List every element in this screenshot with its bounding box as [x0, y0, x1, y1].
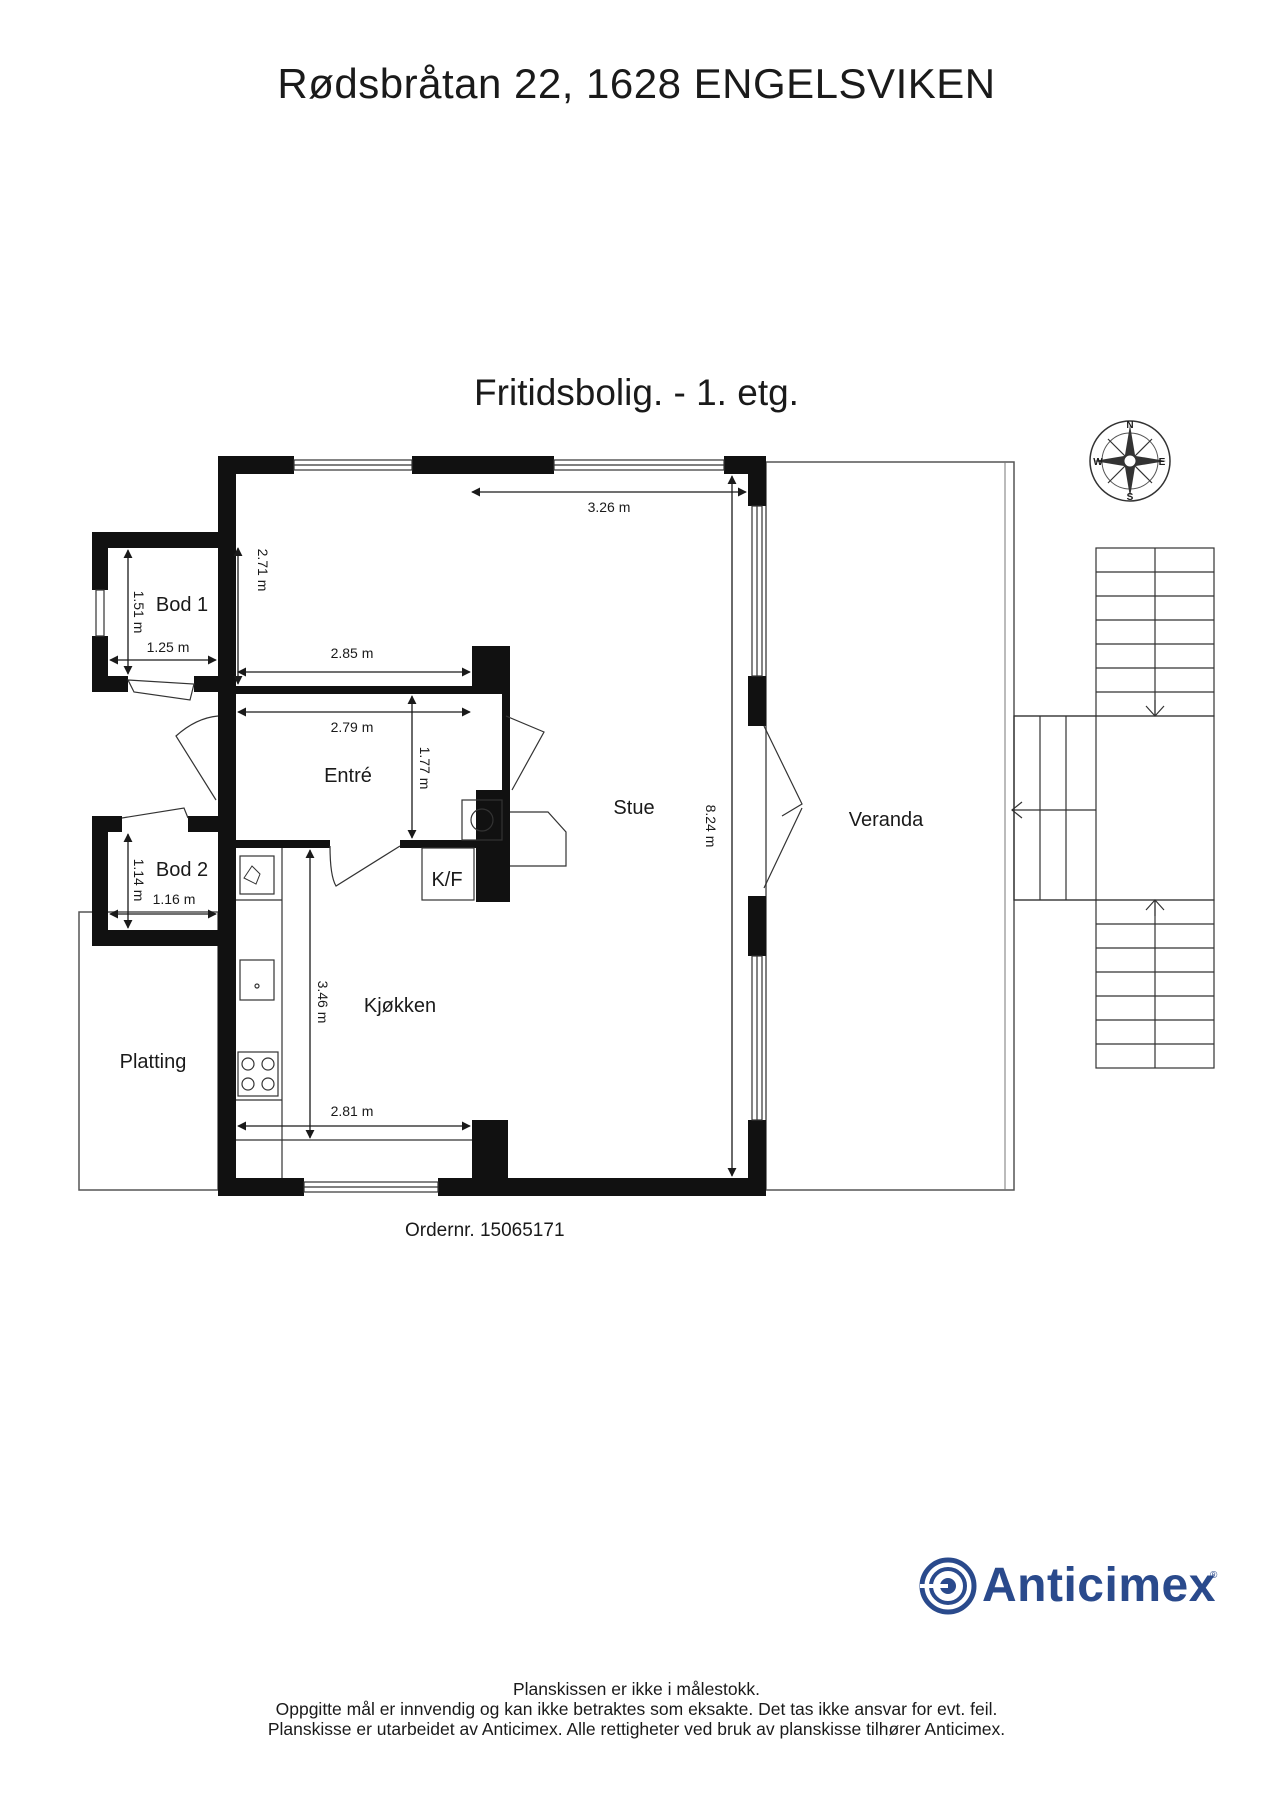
kf-cabinet	[421, 847, 475, 901]
room-bod2: Bod 2	[156, 859, 208, 881]
kitchen-counter	[236, 848, 472, 1178]
door-swings	[175, 715, 803, 889]
dim-entre-width: 2.79 m	[331, 719, 374, 735]
room-entre: Entré	[324, 765, 372, 787]
dim-stue-width: 3.26 m	[588, 499, 631, 515]
bod1-window	[95, 589, 105, 637]
windows	[293, 459, 763, 1193]
stairs	[1011, 547, 1215, 1069]
room-kjokken: Kjøkken	[364, 995, 436, 1017]
room-stue: Stue	[613, 797, 654, 819]
anticimex-logo: Anticimex ®	[918, 1556, 1217, 1616]
room-labels: Stue Veranda Bod 1 Entré Bod 2 K/F Kjøkk…	[120, 594, 924, 1073]
dim-bod2-height: 1.14 m	[131, 859, 147, 902]
bod1-door	[126, 679, 195, 701]
floor-title: Fritidsbolig. - 1. etg.	[474, 372, 799, 413]
interior-walls	[236, 646, 510, 1178]
dim-stue-depth-left: 2.71 m	[255, 549, 271, 592]
room-veranda: Veranda	[849, 809, 924, 831]
room-platting: Platting	[120, 1051, 187, 1073]
fridge-icon	[243, 865, 261, 885]
compass-west: W	[1093, 457, 1103, 468]
dim-kjokken-width: 2.81 m	[331, 1103, 374, 1119]
exterior-walls	[218, 456, 766, 1196]
bod2-door	[121, 807, 189, 819]
compass-east: E	[1159, 457, 1166, 468]
dimension-labels: 3.26 m 2.71 m 1.51 m 1.25 m 2.85 m 2.79 …	[131, 499, 719, 1119]
compass-south: S	[1127, 492, 1134, 503]
disclaimer-line-1: Planskissen er ikke i målestokk.	[512, 1679, 761, 1699]
disclaimer-line-3: Planskisse er utarbeidet av Anticimex. A…	[267, 1719, 1006, 1739]
room-kf: K/F	[431, 869, 462, 891]
dimension-lines	[109, 475, 747, 1177]
disclaimer-line-2: Oppgitte mål er innvendig og kan ikke be…	[275, 1699, 998, 1719]
address-title: Rødsbråtan 22, 1628 ENGELSVIKEN	[277, 60, 996, 107]
bod2-walls	[92, 816, 218, 946]
compass: N E S W	[1089, 420, 1171, 503]
dim-stue-length: 8.24 m	[703, 805, 719, 848]
compass-north: N	[1126, 420, 1133, 431]
anticimex-logo-icon	[919, 1557, 977, 1615]
dim-bod1-width: 1.25 m	[147, 639, 190, 655]
disclaimer-footer: Planskissen er ikke i målestokk. Oppgitt…	[0, 1679, 1273, 1739]
anticimex-logo-text: Anticimex	[982, 1559, 1216, 1612]
dim-bod2-width: 1.16 m	[153, 891, 196, 907]
dim-bod1-height: 1.51 m	[131, 591, 147, 634]
dim-stue-inner-width: 2.85 m	[331, 645, 374, 661]
dim-entre-depth: 1.77 m	[417, 747, 433, 790]
registered-mark: ®	[1210, 1570, 1218, 1581]
room-bod1: Bod 1	[156, 594, 208, 616]
dim-kjokken-depth: 3.46 m	[315, 981, 331, 1024]
order-number: Ordernr. 15065171	[405, 1220, 565, 1241]
fireplace	[461, 799, 567, 867]
bod1-walls	[92, 532, 236, 692]
